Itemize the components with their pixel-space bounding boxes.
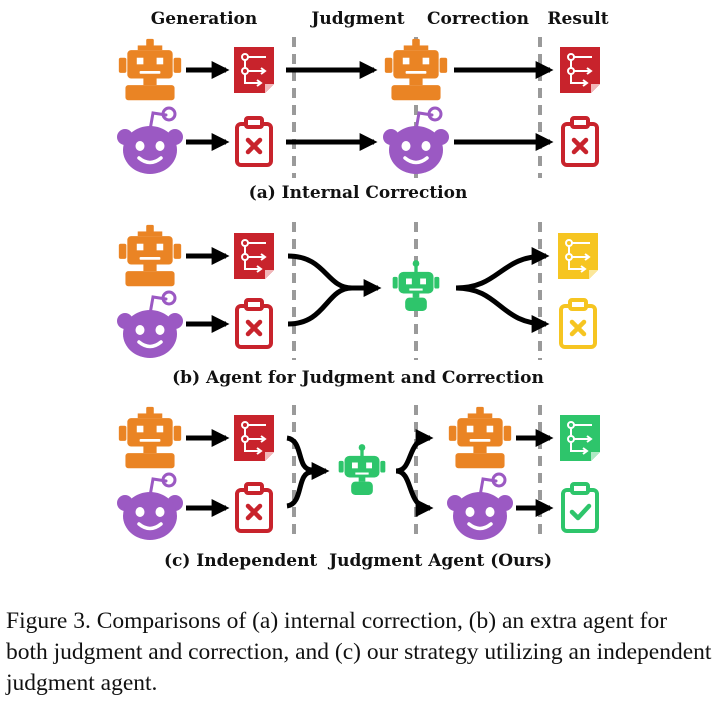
header-generation: Generation (151, 9, 258, 29)
purple-agent-icon (381, 106, 451, 176)
header-judgment: Judgment (309, 9, 404, 29)
red-clipboard-x-icon (237, 300, 271, 347)
red-document-icon (559, 46, 601, 94)
orange-robot-icon (384, 38, 448, 101)
panel-a: (a) Internal Correction (115, 38, 601, 203)
yellow-document-icon (557, 232, 599, 280)
yellow-clipboard-x-icon (561, 300, 595, 347)
merge-arrow (287, 285, 353, 327)
orange-robot-icon (118, 224, 182, 287)
brace-merge-arrow (286, 435, 313, 473)
red-document-icon (233, 46, 275, 94)
green-clipboard-check-icon (563, 484, 597, 531)
brace-split-arrow (395, 429, 434, 474)
purple-agent-icon (445, 472, 515, 542)
figure-caption: Figure 3. Comparisons of (a) internal co… (6, 608, 712, 696)
purple-agent-icon (115, 472, 185, 542)
red-document-icon (233, 414, 275, 462)
orange-robot-icon (118, 38, 182, 101)
red-clipboard-x-icon (237, 484, 271, 531)
green-judge-robot-icon (392, 260, 440, 311)
red-clipboard-x-icon (563, 118, 597, 165)
panel-c: (c) Independent Judgment Agent (Ours) (115, 406, 601, 571)
red-document-icon (233, 232, 275, 280)
panel-c-label: (c) Independent Judgment Agent (Ours) (164, 551, 552, 571)
panel-b: (b) Agent for Judgment and Correction (115, 224, 599, 388)
orange-robot-icon (448, 406, 512, 469)
brace-split-arrow (395, 468, 434, 517)
panel-b-label: (b) Agent for Judgment and Correction (172, 368, 544, 388)
split-arrow (455, 285, 550, 333)
header-result: Result (547, 9, 608, 29)
split-arrow (455, 247, 550, 291)
green-document-icon (559, 414, 601, 462)
brace-merge-arrow (286, 469, 313, 509)
orange-robot-icon (118, 406, 182, 469)
green-judge-robot-icon (338, 444, 386, 495)
purple-agent-icon (115, 290, 185, 360)
panel-a-label: (a) Internal Correction (249, 183, 468, 203)
red-clipboard-x-icon (237, 118, 271, 165)
merge-arrow (287, 253, 353, 291)
header-correction: Correction (427, 9, 529, 29)
purple-agent-icon (115, 106, 185, 176)
